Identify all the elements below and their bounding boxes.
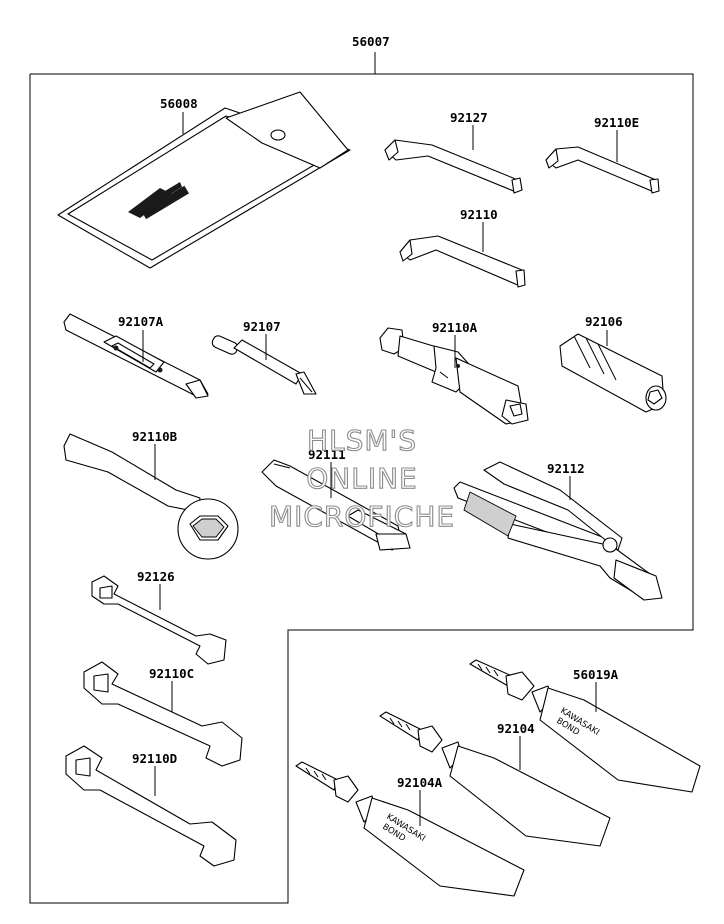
open-wrench-92126[interactable] — [91, 575, 227, 665]
label-56007[interactable]: 56007 — [352, 34, 390, 49]
handle-92106[interactable] — [559, 333, 667, 413]
screwdriver-bit-92107[interactable] — [211, 334, 317, 395]
label-92104a[interactable]: 92104A — [397, 775, 443, 790]
label-92110c[interactable]: 92110C — [149, 666, 194, 681]
label-92110e[interactable]: 92110E — [594, 115, 639, 130]
label-92110d[interactable]: 92110D — [132, 751, 177, 766]
hex-wrench-92110e[interactable] — [545, 146, 660, 194]
label-92126[interactable]: 92126 — [137, 569, 175, 584]
hex-wrench-92127[interactable] — [384, 139, 523, 194]
pliers-92112[interactable] — [453, 461, 663, 601]
label-92104[interactable]: 92104 — [497, 721, 535, 736]
ring-wrench-92110b[interactable] — [63, 433, 239, 560]
tool-bag-56008[interactable]: Kawasaki — [57, 91, 351, 269]
label-92112[interactable]: 92112 — [547, 461, 585, 476]
tube-92104a[interactable]: KAWASAKI BOND — [295, 761, 525, 897]
spark-plug-wrench-92110a[interactable] — [379, 327, 529, 425]
label-92110a[interactable]: 92110A — [432, 320, 478, 335]
watermark: HLSM'S ONLINE MICROFICHE — [268, 423, 455, 533]
assembly-outline — [29, 52, 694, 904]
tube-92104[interactable] — [379, 711, 611, 847]
extension-bar-92111[interactable] — [261, 459, 411, 551]
open-wrench-92110c[interactable] — [83, 661, 243, 767]
tube-56019a[interactable]: KAWASAKI BOND — [469, 659, 701, 793]
label-56008[interactable]: 56008 — [160, 96, 198, 111]
label-92110[interactable]: 92110 — [460, 207, 498, 222]
hex-wrench-92110[interactable] — [399, 235, 526, 288]
label-92107[interactable]: 92107 — [243, 319, 281, 334]
svg-text:HLSM'S: HLSM'S — [307, 424, 417, 457]
label-92110b[interactable]: 92110B — [132, 429, 178, 444]
label-92107a[interactable]: 92107A — [118, 314, 164, 329]
screwdriver-bit-92107a[interactable] — [63, 313, 209, 399]
label-92127[interactable]: 92127 — [450, 110, 488, 125]
label-56019a[interactable]: 56019A — [573, 667, 619, 682]
label-92106[interactable]: 92106 — [585, 314, 623, 329]
open-wrench-92110d[interactable] — [65, 745, 237, 867]
label-92111[interactable]: 92111 — [308, 447, 346, 462]
svg-text:MICROFICHE: MICROFICHE — [269, 500, 455, 533]
svg-text:ONLINE: ONLINE — [306, 462, 417, 495]
